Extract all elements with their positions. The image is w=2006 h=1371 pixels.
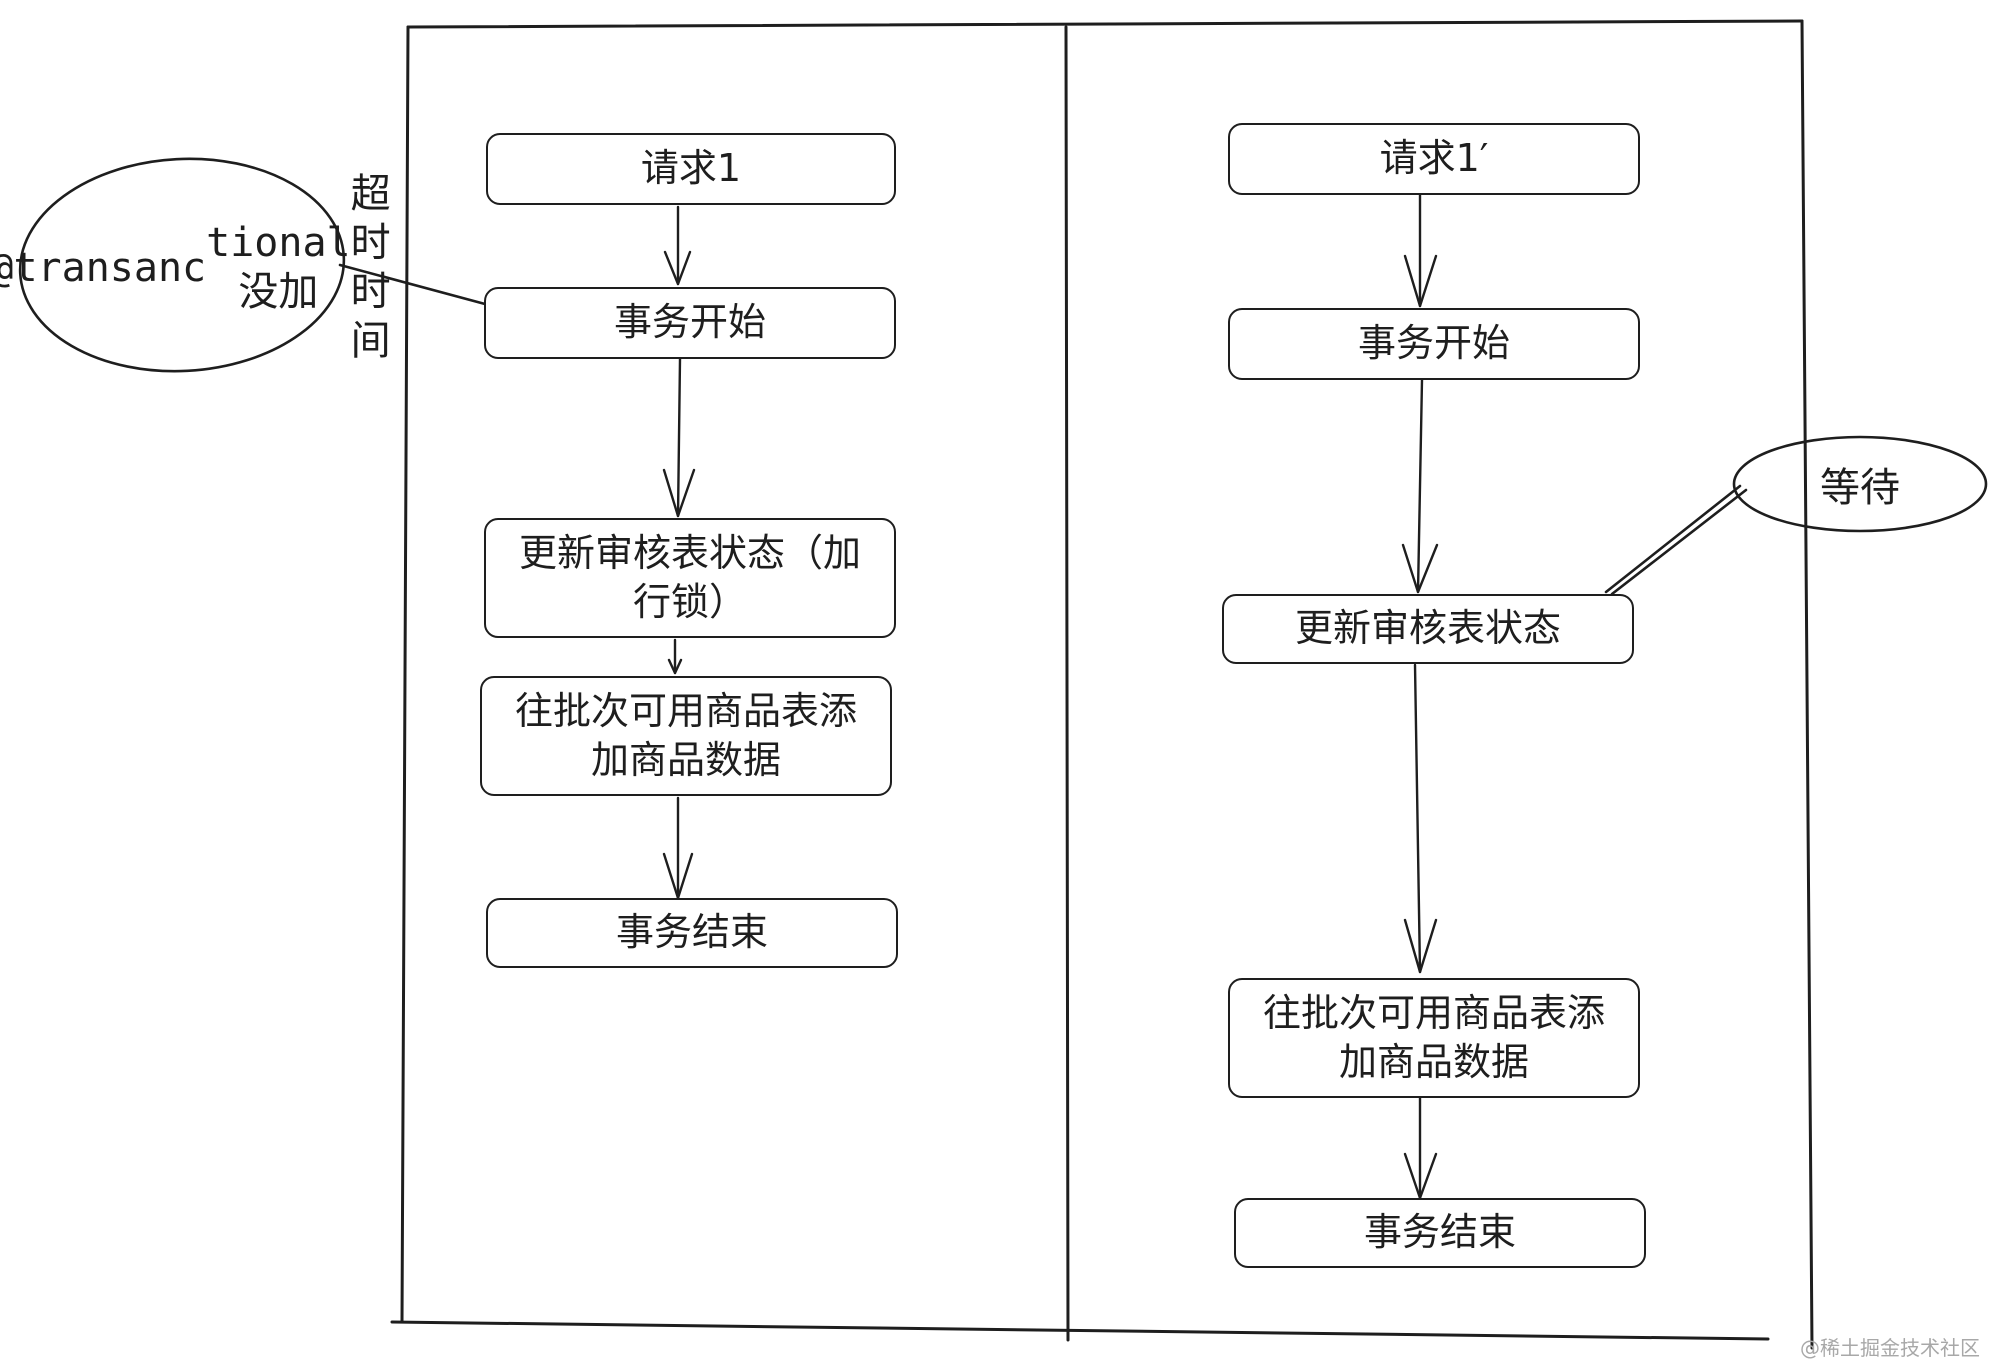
arrow-l-request-to-tx-start [663, 205, 692, 286]
frame-top [406, 19, 1804, 29]
left-note-line-1: @transanc [0, 244, 207, 291]
frame-left [400, 25, 410, 1324]
left-note-bubble [18, 157, 346, 373]
right-note-bubble [1732, 435, 1988, 533]
right-note-connector-stroke2 [1610, 488, 1748, 596]
frame-bottom [390, 1320, 1770, 1341]
left-note-line-2-code: tional [206, 220, 351, 267]
left-note-text: @transanc tional没加 超时时间 [0, 168, 391, 368]
left-node-update-review-status[interactable]: 更新审核表状态（加 行锁） [484, 518, 896, 638]
right-node-transaction-start[interactable]: 事务开始 [1228, 308, 1640, 380]
arrow-l-update-to-insert [667, 638, 683, 675]
right-node-request-1-prime[interactable]: 请求1′ [1228, 123, 1640, 195]
right-note-connector [1604, 484, 1742, 594]
left-node-transaction-end[interactable]: 事务结束 [486, 898, 898, 968]
left-note-line-2: tional没加 [206, 219, 351, 317]
left-note-line-2-text: 没加 [238, 269, 319, 315]
left-node-transaction-start[interactable]: 事务开始 [484, 287, 896, 359]
watermark: @稀土掘金技术社区 [1800, 1336, 1980, 1360]
frame-right [1800, 19, 1814, 1350]
arrow-l-tx-start-to-update [662, 357, 696, 518]
arrow-r-tx-start-to-update [1401, 378, 1439, 594]
arrow-r-request-to-tx-start [1403, 193, 1438, 308]
left-note-connector [338, 263, 487, 306]
right-note-text: 等待 [1820, 465, 1900, 511]
frame [390, 19, 1814, 1350]
arrow-r-insert-to-tx-end [1403, 1096, 1438, 1200]
right-node-update-review-status[interactable]: 更新审核表状态 [1222, 594, 1634, 664]
lane-divider [1064, 25, 1070, 1342]
left-note-line-3: 超时时间 [350, 171, 391, 364]
arrow-r-update-to-insert [1403, 663, 1438, 974]
left-note-callout [18, 157, 487, 373]
arrow-l-insert-to-tx-end [662, 796, 694, 900]
right-node-insert-batch-goods[interactable]: 往批次可用商品表添 加商品数据 [1228, 978, 1640, 1098]
right-lane-arrows [1401, 193, 1439, 1200]
left-node-request-1[interactable]: 请求1 [486, 133, 896, 205]
right-node-transaction-end[interactable]: 事务结束 [1234, 1198, 1646, 1268]
left-node-insert-batch-goods[interactable]: 往批次可用商品表添 加商品数据 [480, 676, 892, 796]
right-note-callout [1604, 435, 1988, 596]
